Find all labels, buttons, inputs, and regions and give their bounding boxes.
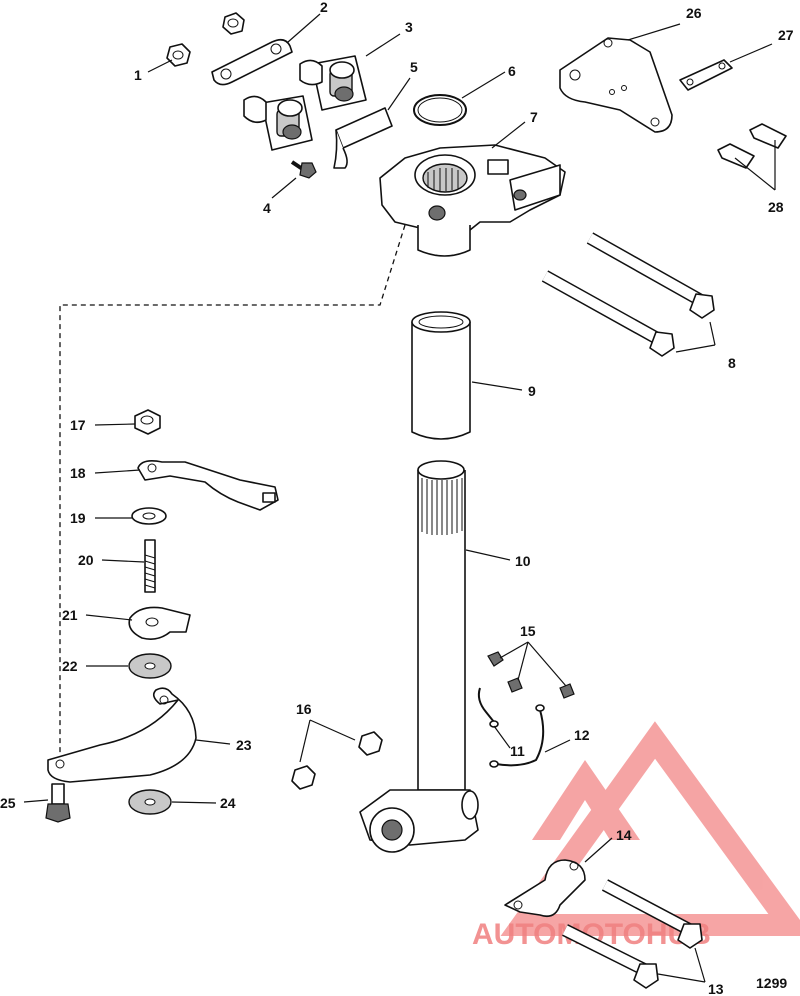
part-nut-upper xyxy=(222,12,245,35)
part-16-nuts xyxy=(291,719,383,790)
part-3-mount-a xyxy=(299,55,367,111)
part-20-stud xyxy=(144,539,156,593)
callout-3: 3 xyxy=(405,19,413,35)
part-10-steering-tube xyxy=(359,460,479,853)
part-21-tab-washer xyxy=(128,606,191,640)
callout-2: 2 xyxy=(320,0,328,15)
callout-10: 10 xyxy=(515,553,531,569)
callout-11: 11 xyxy=(510,743,525,759)
part-7-housing xyxy=(379,144,566,257)
callout-15: 15 xyxy=(520,623,536,639)
part-26-bracket xyxy=(559,37,673,133)
part-17-nut xyxy=(134,409,161,435)
part-18-arm xyxy=(137,460,279,511)
callout-19: 19 xyxy=(70,510,86,526)
callout-21: 21 xyxy=(62,607,78,623)
callout-27: 27 xyxy=(778,27,794,43)
part-6-ring xyxy=(413,94,467,126)
figure-number: 1299 xyxy=(756,975,787,991)
dashed-reference-line xyxy=(59,224,406,765)
callout-6: 6 xyxy=(508,63,516,79)
watermark-logo xyxy=(500,721,800,936)
callout-8: 8 xyxy=(728,355,736,371)
part-12-ground-wire xyxy=(489,704,545,768)
part-9-bushing xyxy=(411,311,471,440)
part-28-bolts xyxy=(717,123,787,191)
part-13-bolt-a xyxy=(601,879,703,949)
callout-28: 28 xyxy=(768,199,784,215)
callout-14: 14 xyxy=(616,827,632,843)
part-8-bolt-a xyxy=(586,232,715,319)
callout-24: 24 xyxy=(220,795,236,811)
callout-5: 5 xyxy=(410,59,418,75)
callout-18: 18 xyxy=(70,465,86,481)
callout-25: 25 xyxy=(0,795,16,811)
callout-7: 7 xyxy=(530,109,538,125)
part-27-tab xyxy=(679,59,733,91)
callout-16: 16 xyxy=(296,701,312,717)
part-1-nut xyxy=(166,43,191,67)
part-13-bolt-b xyxy=(562,924,659,989)
part-25-screw xyxy=(45,783,71,823)
part-5-pad xyxy=(333,107,393,169)
callout-26: 26 xyxy=(686,5,702,21)
leader-lines xyxy=(23,13,773,983)
callout-22: 22 xyxy=(62,658,78,674)
callout-13: 13 xyxy=(708,981,724,996)
part-23-plate xyxy=(47,687,197,783)
callout-23: 23 xyxy=(236,737,252,753)
callout-9: 9 xyxy=(528,383,536,399)
part-15-screws xyxy=(487,651,575,699)
callout-4: 4 xyxy=(263,200,271,216)
part-2-plate xyxy=(211,38,293,86)
part-22-pad xyxy=(128,653,172,679)
callout-17: 17 xyxy=(70,417,86,433)
part-24-pad xyxy=(128,789,172,815)
part-11-wire xyxy=(477,687,499,728)
callout-12: 12 xyxy=(574,727,590,743)
callout-1: 1 xyxy=(134,67,142,83)
part-4-screw xyxy=(290,160,317,179)
part-3-mount-b xyxy=(243,95,313,151)
part-19-washer xyxy=(131,507,167,525)
part-8-bolt-b xyxy=(541,270,675,357)
part-14-clamp xyxy=(504,859,586,918)
callout-20: 20 xyxy=(78,552,94,568)
